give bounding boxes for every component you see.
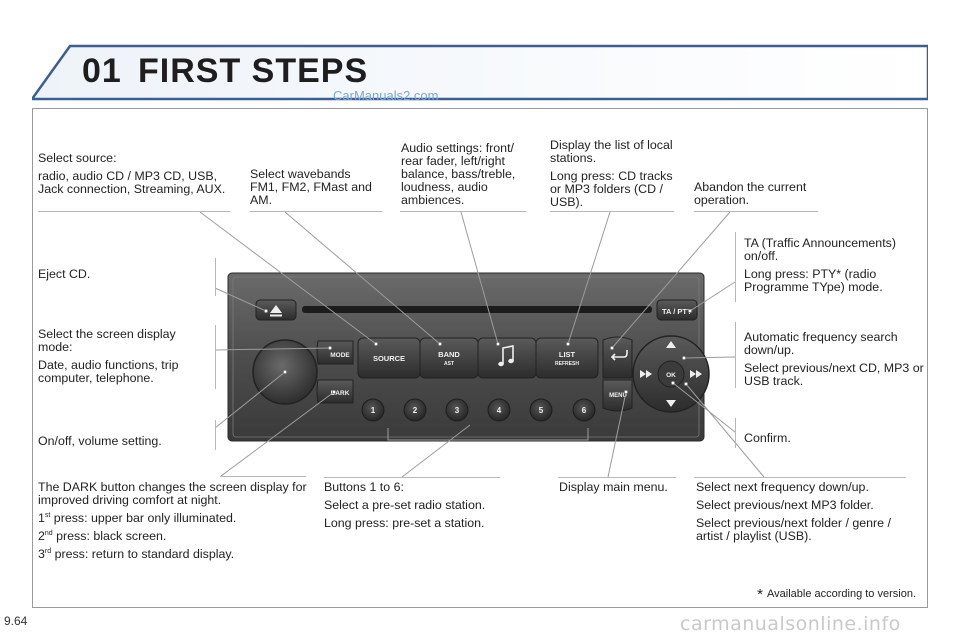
source-button: SOURCE <box>373 354 405 363</box>
menu-button: MENU <box>609 393 627 399</box>
eject-icon <box>270 305 282 317</box>
arrow-down-icon <box>666 400 676 407</box>
ta-label: TA (Traffic Announcements) on/off. Long … <box>744 236 896 294</box>
chapter-title: FIRST STEPS <box>138 52 369 90</box>
band-sub-label: AST <box>444 361 454 367</box>
mode-button: MODE <box>330 352 350 359</box>
content-frame <box>32 108 928 608</box>
eject-label: Eject CD. <box>38 267 91 281</box>
preset-3-button: 3 <box>455 406 460 415</box>
preset-5-button: 5 <box>539 406 544 415</box>
dark-button: DARK <box>331 390 350 397</box>
buttons-1-6-label: Buttons 1 to 6: Select a pre-set radio s… <box>324 480 486 530</box>
auto-search-label: Automatic frequency search down/up. Sele… <box>744 330 924 388</box>
back-arrow-icon <box>610 350 628 361</box>
watermark-bottom: carmanualsonline.info <box>680 613 901 635</box>
preset-6-button: 6 <box>582 406 587 415</box>
screen-mode-label: Select the screen display mode: Date, au… <box>38 327 179 385</box>
abandon-label: Abandon the current operation. <box>694 180 807 207</box>
list-sub-label: REFRESH <box>555 361 579 367</box>
ta-pty-button: TA / PTY <box>662 307 692 316</box>
watermark-top: CarManuals2.com <box>333 88 439 103</box>
display-list-label: Display the list of local stations. Long… <box>550 138 673 209</box>
footnote: *Available according to version. <box>757 586 916 603</box>
fast-forward-icon <box>690 370 702 378</box>
music-note-icon <box>498 345 514 367</box>
confirm-label: Confirm. <box>744 431 791 445</box>
preset-1-button: 1 <box>371 406 376 415</box>
rewind-icon <box>640 370 652 378</box>
ok-button: OK <box>666 372 676 379</box>
header-banner <box>32 44 928 101</box>
select-wavebands-label: Select wavebands FM1, FM2, FMast and AM. <box>250 167 372 207</box>
onoff-label: On/off, volume setting. <box>38 434 162 448</box>
arrow-up-icon <box>666 341 676 348</box>
select-next-label: Select next frequency down/up. Select pr… <box>696 480 891 543</box>
chapter-number: 01 <box>82 52 122 90</box>
band-button: BAND <box>438 350 460 359</box>
page-number: 9.64 <box>4 614 28 628</box>
dark-button-label: The DARK button changes the screen displ… <box>38 480 307 561</box>
preset-2-button: 2 <box>413 406 418 415</box>
list-button: LIST <box>559 350 576 359</box>
main-menu-label: Display main menu. <box>559 480 668 494</box>
select-source-label: Select source: radio, audio CD / MP3 CD,… <box>38 151 226 196</box>
audio-settings-label: Audio settings: front/ rear fader, left/… <box>401 141 516 207</box>
preset-4-button: 4 <box>497 406 502 415</box>
